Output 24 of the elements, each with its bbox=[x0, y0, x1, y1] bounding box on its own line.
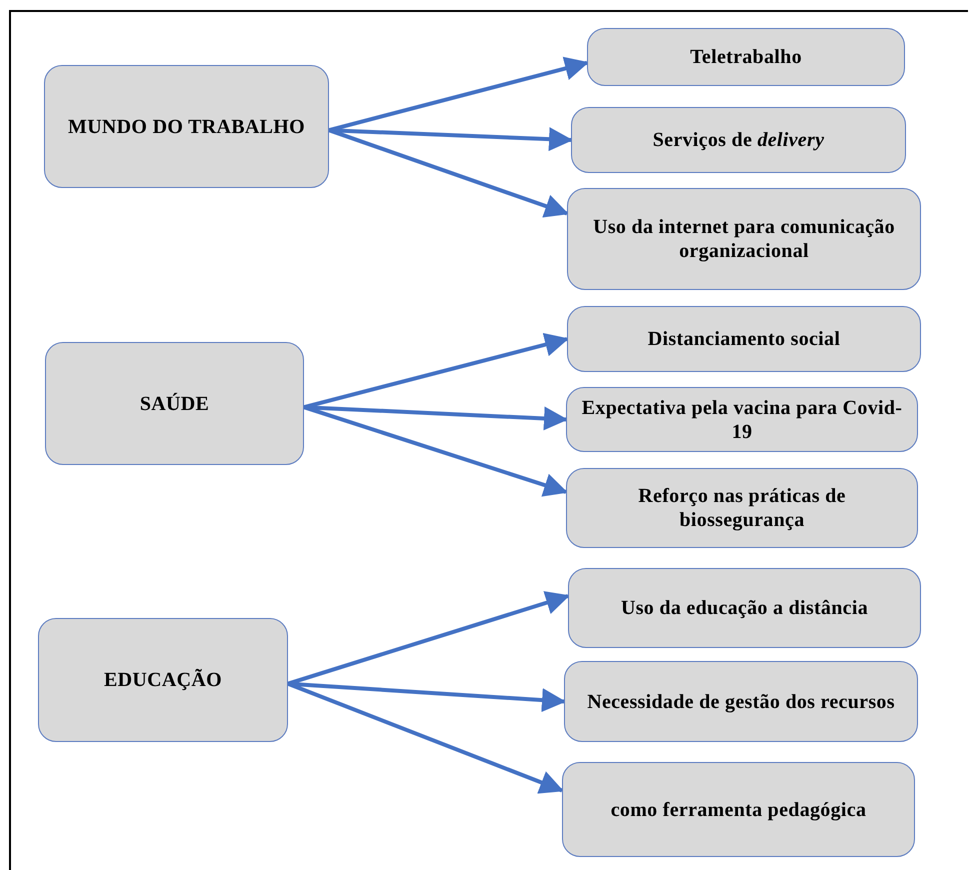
rounded-box bbox=[38, 618, 288, 742]
rounded-box bbox=[562, 762, 915, 857]
box-text: Distanciamento social bbox=[648, 327, 840, 351]
rounded-box bbox=[568, 568, 921, 648]
box-text: Uso da internet para comunicação organizacional bbox=[592, 215, 896, 263]
rounded-box bbox=[566, 387, 918, 452]
rounded-box bbox=[564, 661, 918, 742]
rounded-box bbox=[567, 306, 921, 372]
box-text: como ferramenta pedagógica bbox=[610, 798, 866, 822]
box-text: MUNDO DO TRABALHO bbox=[68, 114, 305, 138]
box-text: Expectativa pela vacina para Covid-19 bbox=[580, 396, 904, 444]
box-text: SAÚDE bbox=[140, 392, 210, 416]
rounded-box bbox=[567, 188, 921, 290]
box-text: Teletrabalho bbox=[690, 45, 802, 69]
box-text: Uso da educação a distância bbox=[620, 596, 868, 620]
rounded-box bbox=[45, 342, 304, 465]
rounded-box bbox=[44, 65, 329, 188]
box-text: Serviços de delivery bbox=[652, 128, 824, 152]
box-text: EDUCAÇÃO bbox=[104, 668, 222, 692]
box-text: Reforço nas práticas de biossegurança bbox=[637, 484, 847, 532]
box-text: Necessidade de gestão dos recursos bbox=[587, 690, 895, 714]
rounded-box bbox=[587, 28, 905, 86]
rounded-box bbox=[571, 107, 906, 173]
rounded-box bbox=[566, 468, 918, 548]
